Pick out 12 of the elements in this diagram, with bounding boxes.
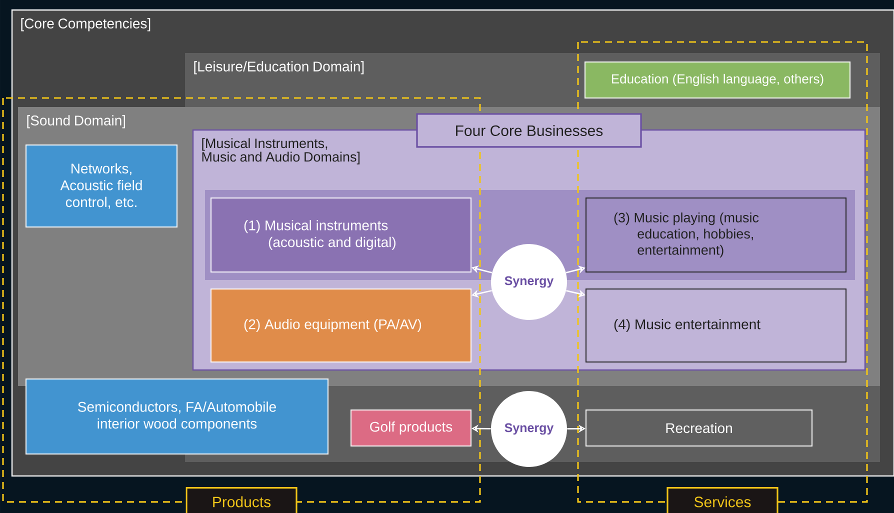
category-box: Networks, Acoustic field control, etc. xyxy=(26,144,178,228)
category-box: Education (English language, others) xyxy=(584,62,850,98)
heading-tab: Four Core Businesses xyxy=(416,113,642,148)
region-label: Products xyxy=(186,486,298,513)
category-box: Recreation xyxy=(586,409,812,446)
business-box: (1) Musical instruments (acoustic and digital) xyxy=(210,198,472,272)
business-box: (3) Music playing (music education, hobbies, entertainment) xyxy=(586,198,846,272)
category-box: Semiconductors, FA/Automobile interior wood components xyxy=(26,378,328,454)
business-box: (2) Audio equipment (PA/AV) xyxy=(210,288,472,362)
category-box: Golf products xyxy=(350,409,472,446)
region-label: Services xyxy=(666,486,778,513)
business-box: (4) Music entertainment xyxy=(586,288,846,362)
